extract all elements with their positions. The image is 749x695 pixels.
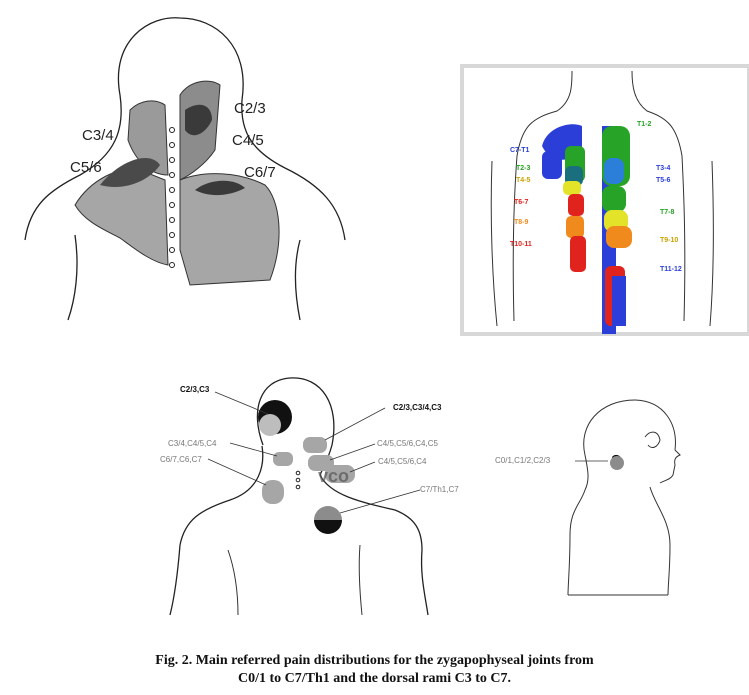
pain-c4-5-c5-6-c4-c5 <box>308 455 334 471</box>
panel-d-lateral-head-view: C0/1,C1/2,C2/3 <box>470 395 740 605</box>
watermark-text: vco <box>318 466 349 486</box>
region-c7-t1-lower <box>542 151 562 179</box>
label-c2-3: C2/3 <box>234 100 266 117</box>
spine-dots <box>169 127 175 268</box>
label-t6-7: T6-7 <box>514 199 529 206</box>
caption-line-1: Fig. 2. Main referred pain distributions… <box>155 653 594 668</box>
panel-c-posterior-pain-map: vco C2/3,C3 C2/3,C3/4,C3 C3/4,C4/5,C4 C4… <box>150 370 590 630</box>
region-c5-6-dark <box>100 157 160 188</box>
label-c3-4: C3/4 <box>82 127 114 144</box>
region-c5-6-left <box>74 168 169 266</box>
label-t4-5: T4-5 <box>516 177 531 184</box>
label-t2-3: T2-3 <box>516 165 531 172</box>
left-arm-c <box>169 544 181 616</box>
label-t9-10: T9-10 <box>660 237 678 244</box>
label-c2-3-c3-4-c3: C2/3,C3/4,C3 <box>393 403 442 412</box>
pain-c6-7-c6-c7 <box>262 480 284 504</box>
label-c6-7-c6-c7: C6/7,C6,C7 <box>160 455 202 464</box>
spine-dots-c <box>295 470 301 490</box>
back-outline <box>567 454 589 596</box>
front-outline <box>649 486 671 596</box>
region-t6-7 <box>568 194 584 216</box>
left-torso-outline <box>512 70 573 322</box>
region-t11-12-inner <box>612 276 626 326</box>
label-c0-1-c1-2-c2-3: C0/1,C1/2,C2/3 <box>495 456 551 465</box>
right-shoulder-outline <box>241 99 346 241</box>
label-c7-t1: C7-T1 <box>510 147 530 154</box>
label-t10-11: T10-11 <box>510 241 532 248</box>
right-arm-outline <box>709 160 714 327</box>
pain-c4-5-c5-6-c4 <box>325 465 355 483</box>
head-outline <box>117 17 244 101</box>
region-c3-4-left <box>127 100 169 176</box>
label-t11-12: T11-12 <box>660 266 682 273</box>
region-t4-5-yellow <box>563 181 581 195</box>
region-t8-9 <box>566 216 584 238</box>
region-c6-7-right <box>179 173 280 286</box>
region-t9-10 <box>606 226 632 248</box>
region-t10-11 <box>570 236 586 272</box>
label-c2-3-c3: C2/3,C3 <box>180 385 210 394</box>
pain-c7-th1-dark <box>314 520 342 534</box>
pain-spot-lateral-gray <box>610 456 624 470</box>
leader-lines <box>207 391 421 514</box>
caption-line-2: C0/1 to C7/Th1 and the dorsal rami C3 to… <box>237 671 511 686</box>
label-c4-5: C4/5 <box>232 132 264 149</box>
pain-c2-3-c3-4-c3 <box>303 437 327 453</box>
panel-c-svg: vco C2/3,C3 C2/3,C3/4,C3 C3/4,C4/5,C4 C4… <box>160 377 459 616</box>
label-t5-6: T5-6 <box>656 177 671 184</box>
label-c5-6: C5/6 <box>70 159 102 176</box>
right-torso-c <box>358 544 363 616</box>
figure-caption: Fig. 2. Main referred pain distributions… <box>0 652 749 688</box>
panel-a-svg: C3/4 C5/6 C2/3 C4/5 C6/7 <box>24 17 346 321</box>
left-arm-line <box>67 234 78 321</box>
label-c7-th1-c7: C7/Th1,C7 <box>420 485 459 494</box>
panel-d-svg: C0/1,C1/2,C2/3 <box>495 399 681 596</box>
label-c6-7: C6/7 <box>244 164 276 181</box>
label-c4-5-c5-6-c4-c5: C4/5,C5/6,C4,C5 <box>377 439 438 448</box>
region-c4-5-dark <box>185 104 212 136</box>
left-shoulder-outline <box>24 94 122 241</box>
label-t7-8: T7-8 <box>660 209 675 216</box>
ear <box>644 431 661 448</box>
panel-b-svg: C7-T1 T2-3 T4-5 T6-7 T8-9 T10-11 T1-2 T3… <box>460 64 749 336</box>
pain-c3-4-c4-5-c4 <box>273 452 293 466</box>
left-arm-outline <box>490 160 498 327</box>
right-arm-c <box>420 549 429 616</box>
label-c4-5-c5-6-c4: C4/5,C5/6,C4 <box>378 457 427 466</box>
label-c3-4-c4-5-c4: C3/4,C4/5,C4 <box>168 439 217 448</box>
label-t1-2: T1-2 <box>637 121 652 128</box>
label-t8-9: T8-9 <box>514 219 529 226</box>
left-torso-c <box>227 549 239 616</box>
right-arm-line <box>294 239 301 321</box>
right-shoulder-c <box>319 474 423 551</box>
left-shoulder-c <box>179 445 264 546</box>
panel-b-thoracic-color-diagram: C7-T1 T2-3 T4-5 T6-7 T8-9 T10-11 T1-2 T3… <box>460 64 749 336</box>
right-torso-outline <box>631 70 686 322</box>
region-t3-4 <box>604 158 624 184</box>
region-t5-6 <box>602 186 626 212</box>
label-t3-4: T3-4 <box>656 165 671 172</box>
panel-a-neck-shoulder-diagram: C3/4 C5/6 C2/3 C4/5 C6/7 <box>0 0 360 330</box>
region-c6-7-dark <box>195 180 245 196</box>
head-profile <box>583 399 681 484</box>
pain-circle-c2-3-light <box>259 414 281 436</box>
